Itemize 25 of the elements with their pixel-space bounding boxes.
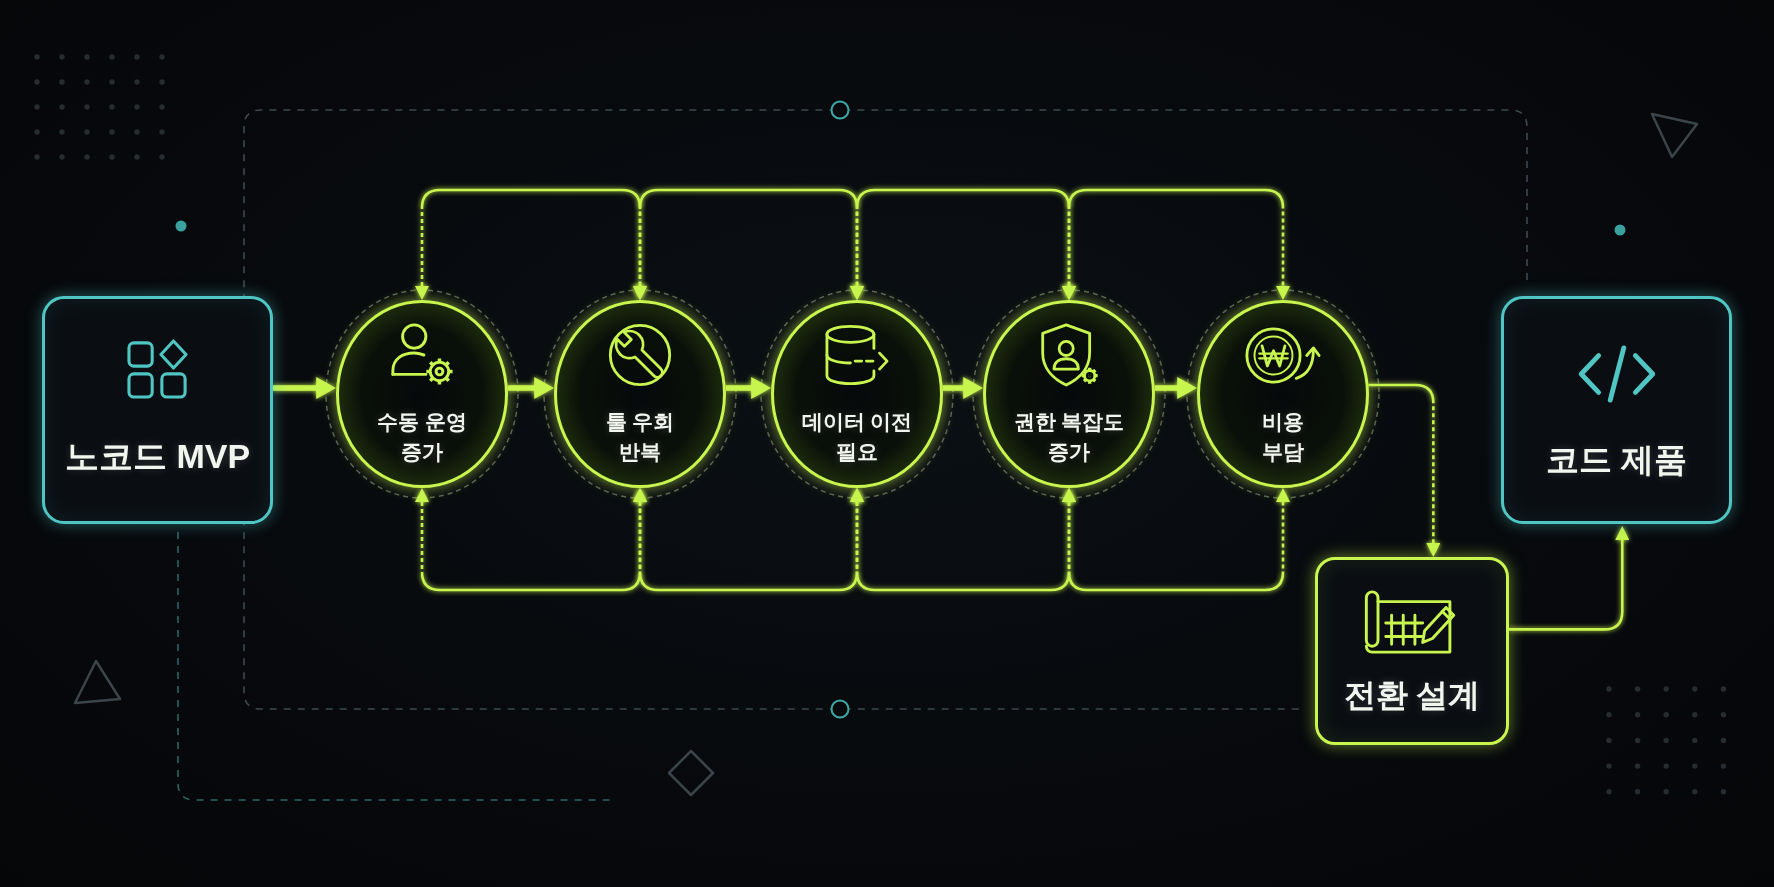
stage-label: 툴 우회 반복	[604, 409, 676, 465]
box-label: 코드 제품	[1545, 440, 1688, 480]
process-box	[42, 296, 273, 524]
stage-label: 데이터 이전 필요	[800, 409, 914, 465]
box-label: 노코드 MVP	[64, 436, 251, 477]
flow-arrow	[942, 378, 984, 398]
process-box	[1501, 296, 1732, 524]
flow-arrow	[273, 378, 337, 398]
loop-arrow	[1062, 188, 1290, 300]
stage-circle	[983, 300, 1155, 488]
stage-label: 수동 운영 증가	[376, 409, 468, 465]
stage-label: 비용 부담	[1261, 409, 1305, 465]
process-box	[1315, 557, 1509, 745]
loop-arrow	[1062, 488, 1290, 592]
stage-circle	[554, 300, 726, 488]
flow-arrow	[725, 378, 772, 398]
connector-arrow	[1509, 526, 1630, 631]
stage-circle	[771, 300, 943, 488]
stage-label: 권한 복잡도 증가	[1012, 409, 1126, 465]
connector-arrow	[1368, 383, 1441, 557]
flow-arrow	[507, 378, 555, 398]
box-label: 전환 설계	[1343, 676, 1481, 715]
stage-circle	[336, 300, 508, 488]
stage-circle	[1197, 300, 1369, 488]
flow-arrow	[1154, 378, 1198, 398]
